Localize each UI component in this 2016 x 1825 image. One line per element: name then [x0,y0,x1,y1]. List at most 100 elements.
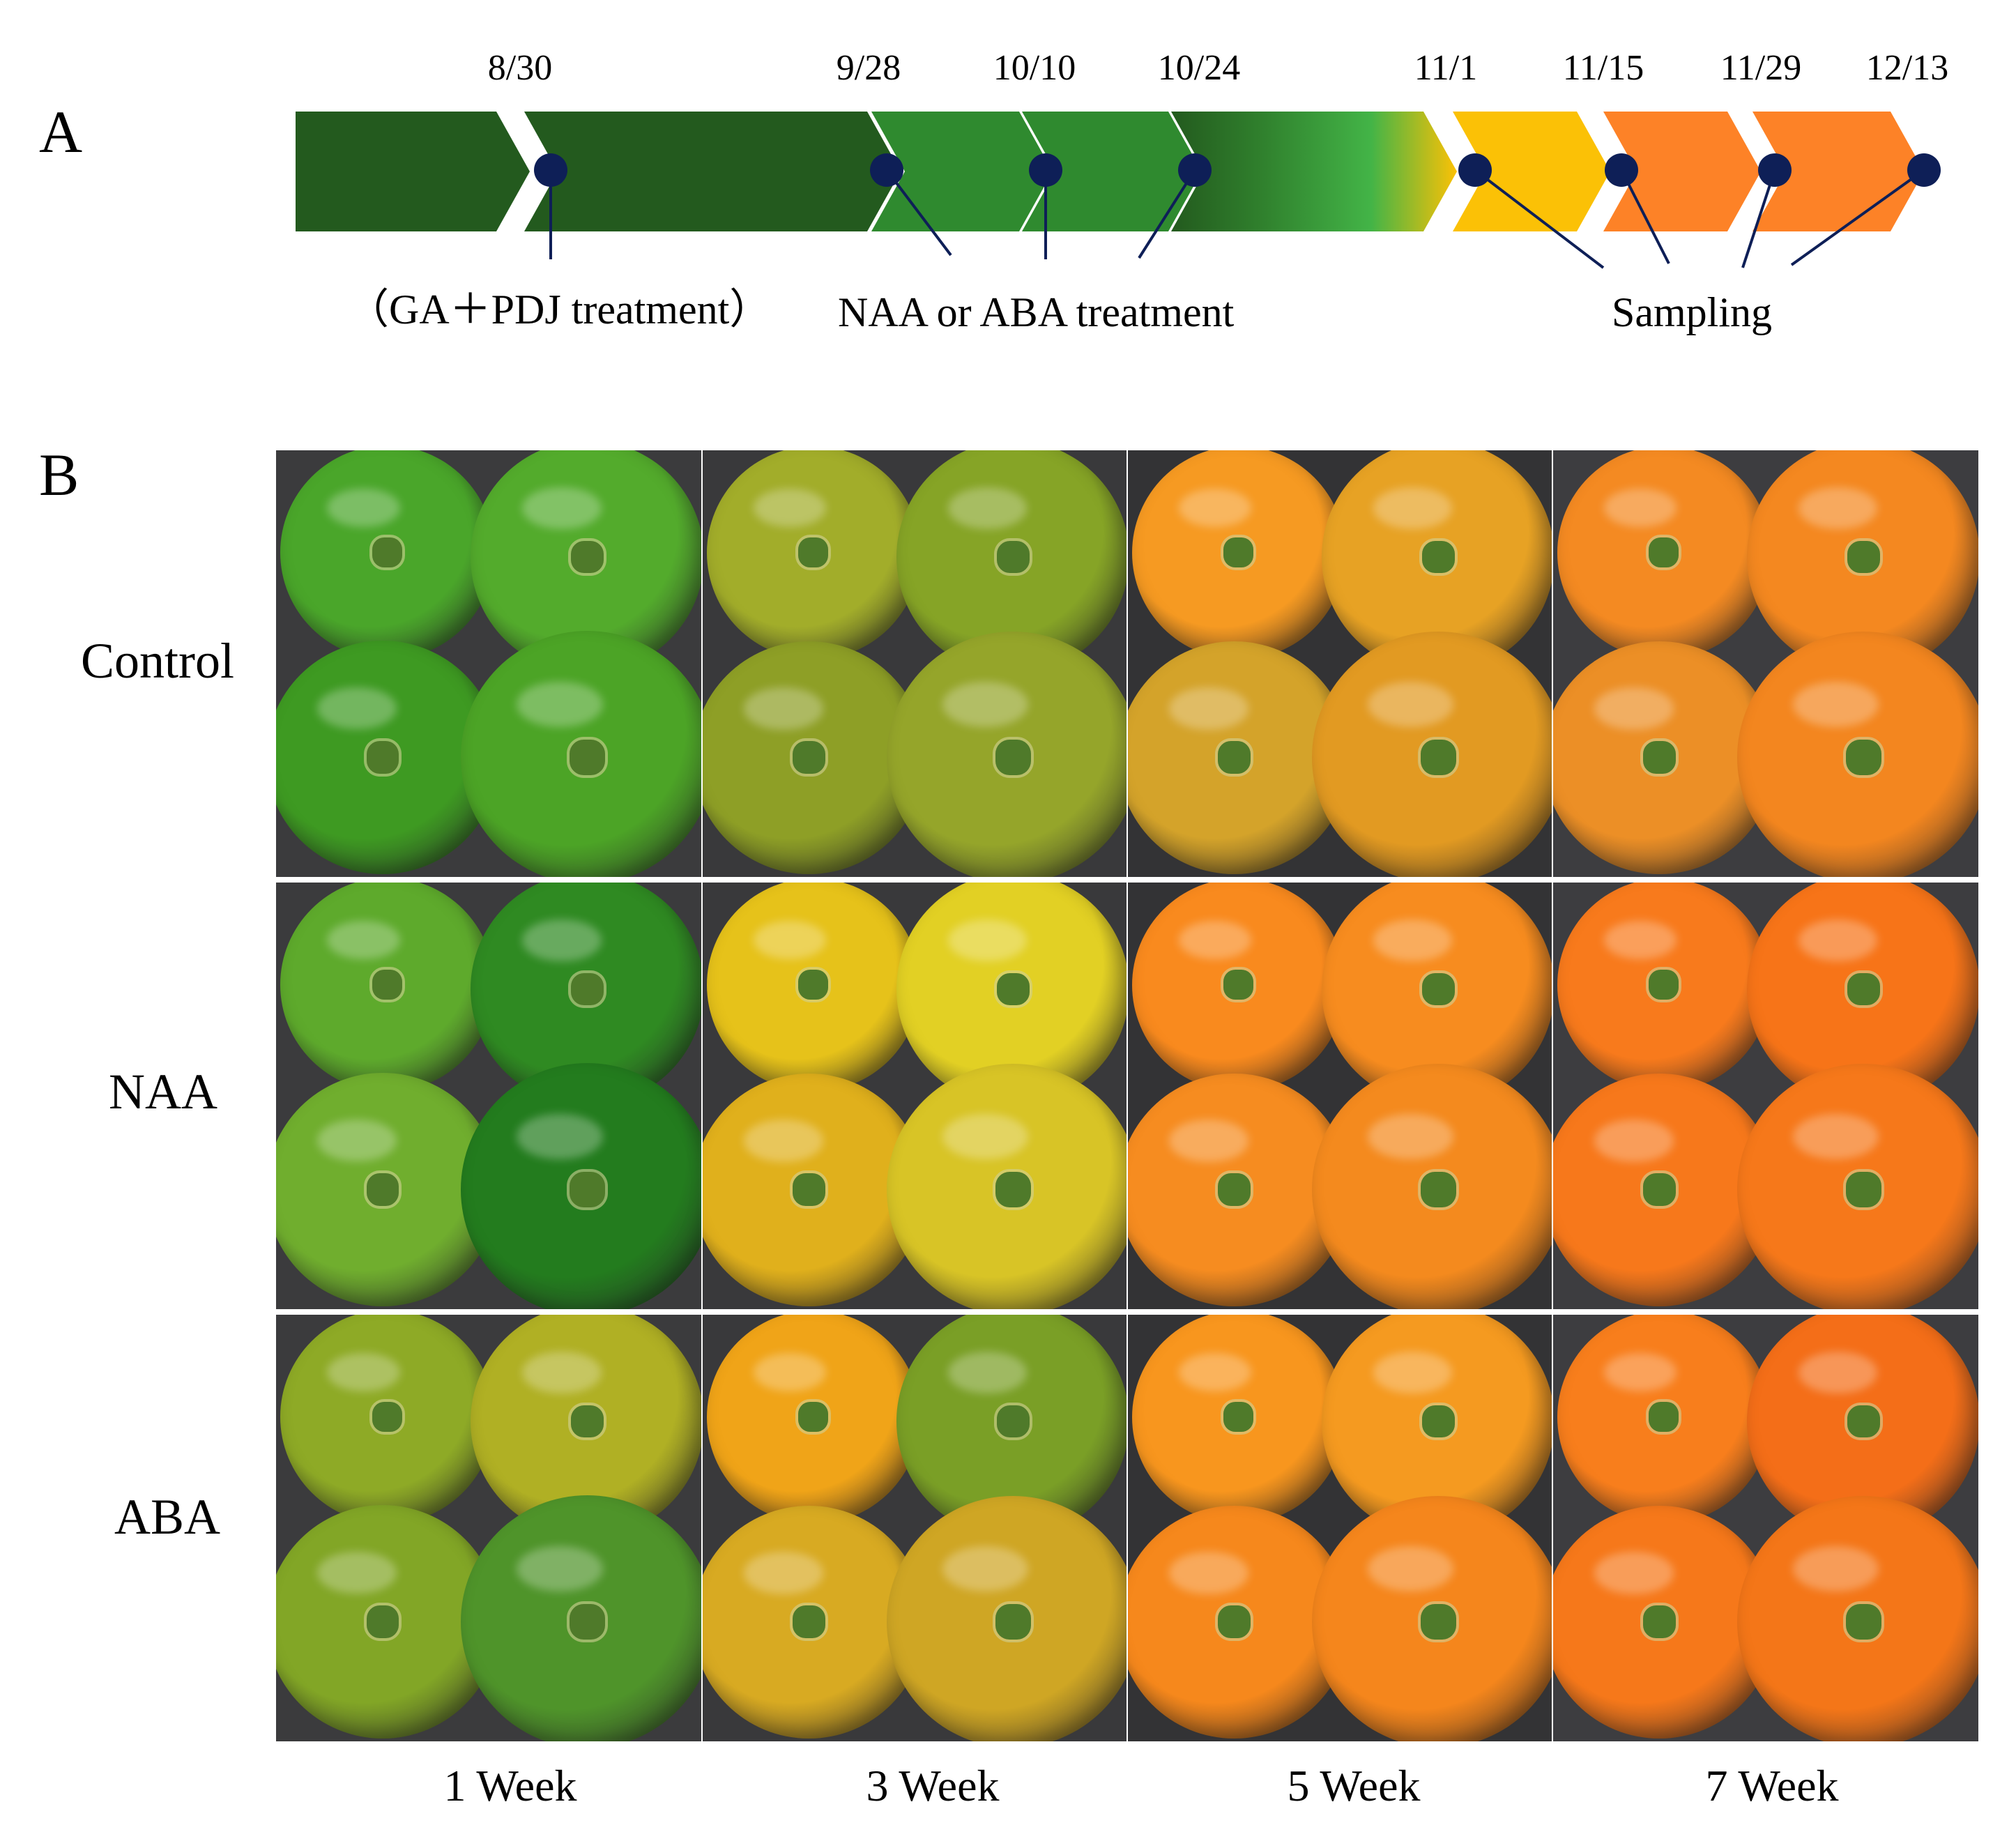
timeline-connector-8 [1790,169,1925,266]
date-label-3: 10/10 [993,48,1076,88]
column-label-5-week: 5 Week [1287,1761,1421,1810]
fruit-stem [1845,740,1881,775]
panel-label-b: B [39,441,79,508]
fruit-stem [1649,970,1679,1000]
fruit [1312,1063,1552,1309]
date-label-4: 10/24 [1157,48,1241,88]
fruit-stem [1643,1605,1676,1638]
fruit-stem [570,740,606,775]
fruit-highlight [1368,1546,1453,1592]
fruit [1322,450,1552,673]
fruit-stem [793,741,825,774]
fruit [1128,1073,1351,1306]
fruit [1131,883,1345,1092]
fruit [1312,1495,1552,1741]
fruit-highlight [947,1351,1028,1393]
fruit-stem [372,970,402,1000]
fruit [887,631,1127,877]
fruit-highlight [1594,687,1674,730]
timeline-marker-3 [1029,153,1062,187]
fruit-highlight [517,1113,603,1160]
fruit-highlight [744,687,823,730]
fruit-stem [1218,741,1251,774]
fruit-stem [1218,1173,1251,1206]
photo-cell-naa-7-week [1553,883,1978,1309]
pre-treatment-caption: （GA＋PDJ treatment） [347,287,772,333]
fruit-highlight [947,919,1028,961]
timeline-chevron-1 [296,112,530,231]
timeline-marker-8 [1907,153,1941,187]
fruit [706,450,920,659]
fruit-highlight [517,681,603,728]
fruit-highlight [1798,1351,1878,1393]
fruit-highlight [1178,1353,1251,1392]
timeline-marker-1 [534,153,567,187]
panel-label-a: A [39,98,83,165]
fruit-highlight [942,1114,1028,1160]
fruit-highlight [1368,1114,1453,1160]
fruit-highlight [1793,682,1879,728]
fruit-stem [996,972,1030,1006]
fruit-highlight [1594,1552,1674,1594]
fruit-highlight [1594,1120,1674,1162]
fruit-highlight [753,489,826,528]
fruit [1322,883,1552,1106]
fruit-highlight [521,487,602,529]
fruit-stem [996,1405,1030,1438]
timeline-connector-2 [885,169,952,257]
date-label-1: 8/30 [487,48,553,88]
date-label-5: 11/1 [1414,48,1478,88]
fruit-stem [1421,540,1455,574]
fruit-highlight [753,1353,826,1392]
fruit-highlight [942,1546,1028,1592]
photo-cell-aba-5-week [1128,1315,1552,1741]
fruit-stem [1643,741,1676,774]
fruit [280,450,494,660]
fruit-highlight [1373,1351,1453,1393]
timeline-chevron-3 [871,112,1053,231]
fruit-stem [1223,537,1253,568]
fruit-stem [1420,1172,1456,1207]
fruit [280,883,494,1092]
fruit-stem [1847,972,1880,1006]
photo-cell-naa-1-week [276,883,701,1309]
photo-cell-aba-7-week [1553,1315,1978,1741]
fruit-stem [1845,1604,1881,1640]
fruit-highlight [1169,687,1248,730]
date-label-8: 12/13 [1865,48,1949,88]
timeline-chevron-7 [1603,112,1761,231]
fruit-highlight [317,1552,397,1594]
fruit [461,1495,701,1741]
fruit-highlight [1169,1120,1248,1162]
fruit-stem [372,537,402,568]
fruit-stem [1420,740,1456,775]
date-label-7: 11/29 [1720,48,1802,88]
timeline-connector-4 [1138,169,1196,259]
fruit-highlight [327,488,400,528]
fruit [1557,1315,1771,1524]
fruit-stem [995,1604,1031,1640]
fruit-highlight [327,920,400,960]
timeline-marker-6 [1605,153,1638,187]
fruit-highlight [1798,487,1878,529]
photo-cell-control-7-week [1553,450,1978,877]
timeline-chevron-4 [1022,112,1202,231]
fruit [1131,1315,1345,1524]
fruit [1737,1495,1978,1741]
fruit-stem [571,972,604,1006]
fruit [280,1315,494,1525]
fruit-highlight [1178,489,1251,528]
fruit-stem [1420,1604,1456,1640]
photo-cell-aba-3-week [703,1315,1127,1741]
fruit-highlight [1793,1114,1879,1160]
row-label-control: Control [81,633,235,689]
fruit [1557,450,1771,659]
fruit-photo-grid [276,450,1984,1741]
timeline-diagram [296,112,1941,269]
timeline-marker-2 [870,153,903,187]
timeline-marker-4 [1178,153,1212,187]
sampling-caption: Sampling [1612,289,1773,335]
timeline-connector-6 [1620,169,1670,264]
photo-cell-naa-5-week [1128,883,1552,1309]
timeline-chevrons [296,112,1924,231]
